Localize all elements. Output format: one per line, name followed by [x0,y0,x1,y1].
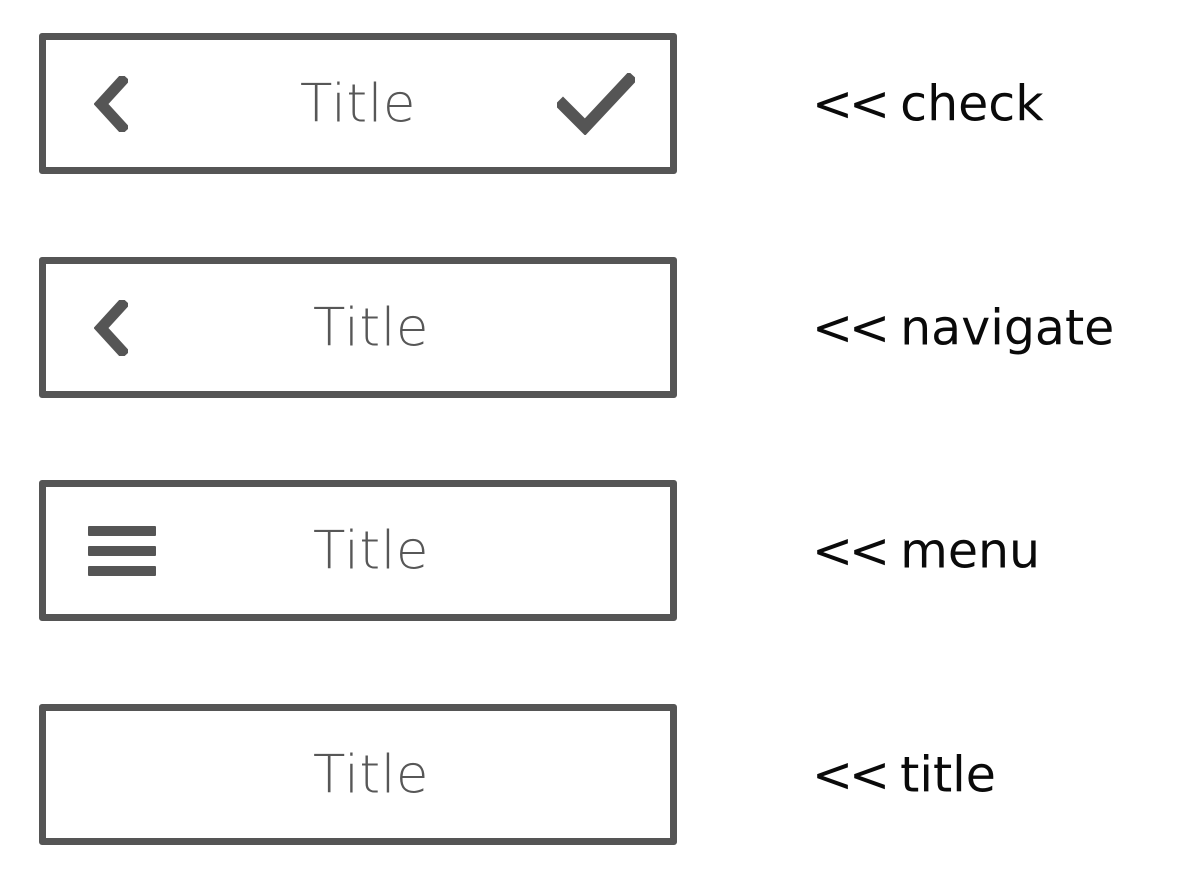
annotation-arrows-icon: << [812,299,890,356]
hamburger-line-middle [88,545,156,556]
annotation-label: check [900,75,1044,132]
annotation-title: <<title [812,750,996,799]
annotation-label: title [900,746,996,803]
navbar-title: Title [312,520,430,581]
hamburger-line-bottom [88,565,156,576]
annotation-menu: <<menu [812,526,1040,575]
chevron-left-icon[interactable] [94,299,128,356]
navbar-navigate[interactable]: Title [39,257,677,398]
navbar-variant-navigate-row: Title <<navigate [0,257,1200,398]
annotation-navigate: <<navigate [812,303,1114,352]
navbar-menu[interactable]: Title [39,480,677,621]
annotation-label: menu [900,522,1041,579]
navbar-navigate-inner: Title [46,264,670,391]
navbar-variant-check-row: Title <<check [0,33,1200,174]
navbar-variant-title-row: Title <<title [0,704,1200,845]
check-icon[interactable] [557,72,635,135]
annotation-arrows-icon: << [812,75,890,132]
navbar-variant-menu-row: Title <<menu [0,480,1200,621]
navbar-menu-inner: Title [46,487,670,614]
navbar-title: Title [299,73,417,134]
navbar-title-only-inner: Title [46,711,670,838]
hamburger-menu-icon[interactable] [88,525,156,576]
chevron-left-icon[interactable] [94,75,128,132]
annotation-check: <<check [812,79,1044,128]
navbar-check-inner: Title [46,40,670,167]
navbar-title-only[interactable]: Title [39,704,677,845]
navbar-title: Title [312,297,430,358]
annotation-arrows-icon: << [812,522,890,579]
annotation-arrows-icon: << [812,746,890,803]
navbar-title: Title [312,744,430,805]
hamburger-line-top [88,525,156,536]
navbar-check[interactable]: Title [39,33,677,174]
annotation-label: navigate [900,299,1115,356]
